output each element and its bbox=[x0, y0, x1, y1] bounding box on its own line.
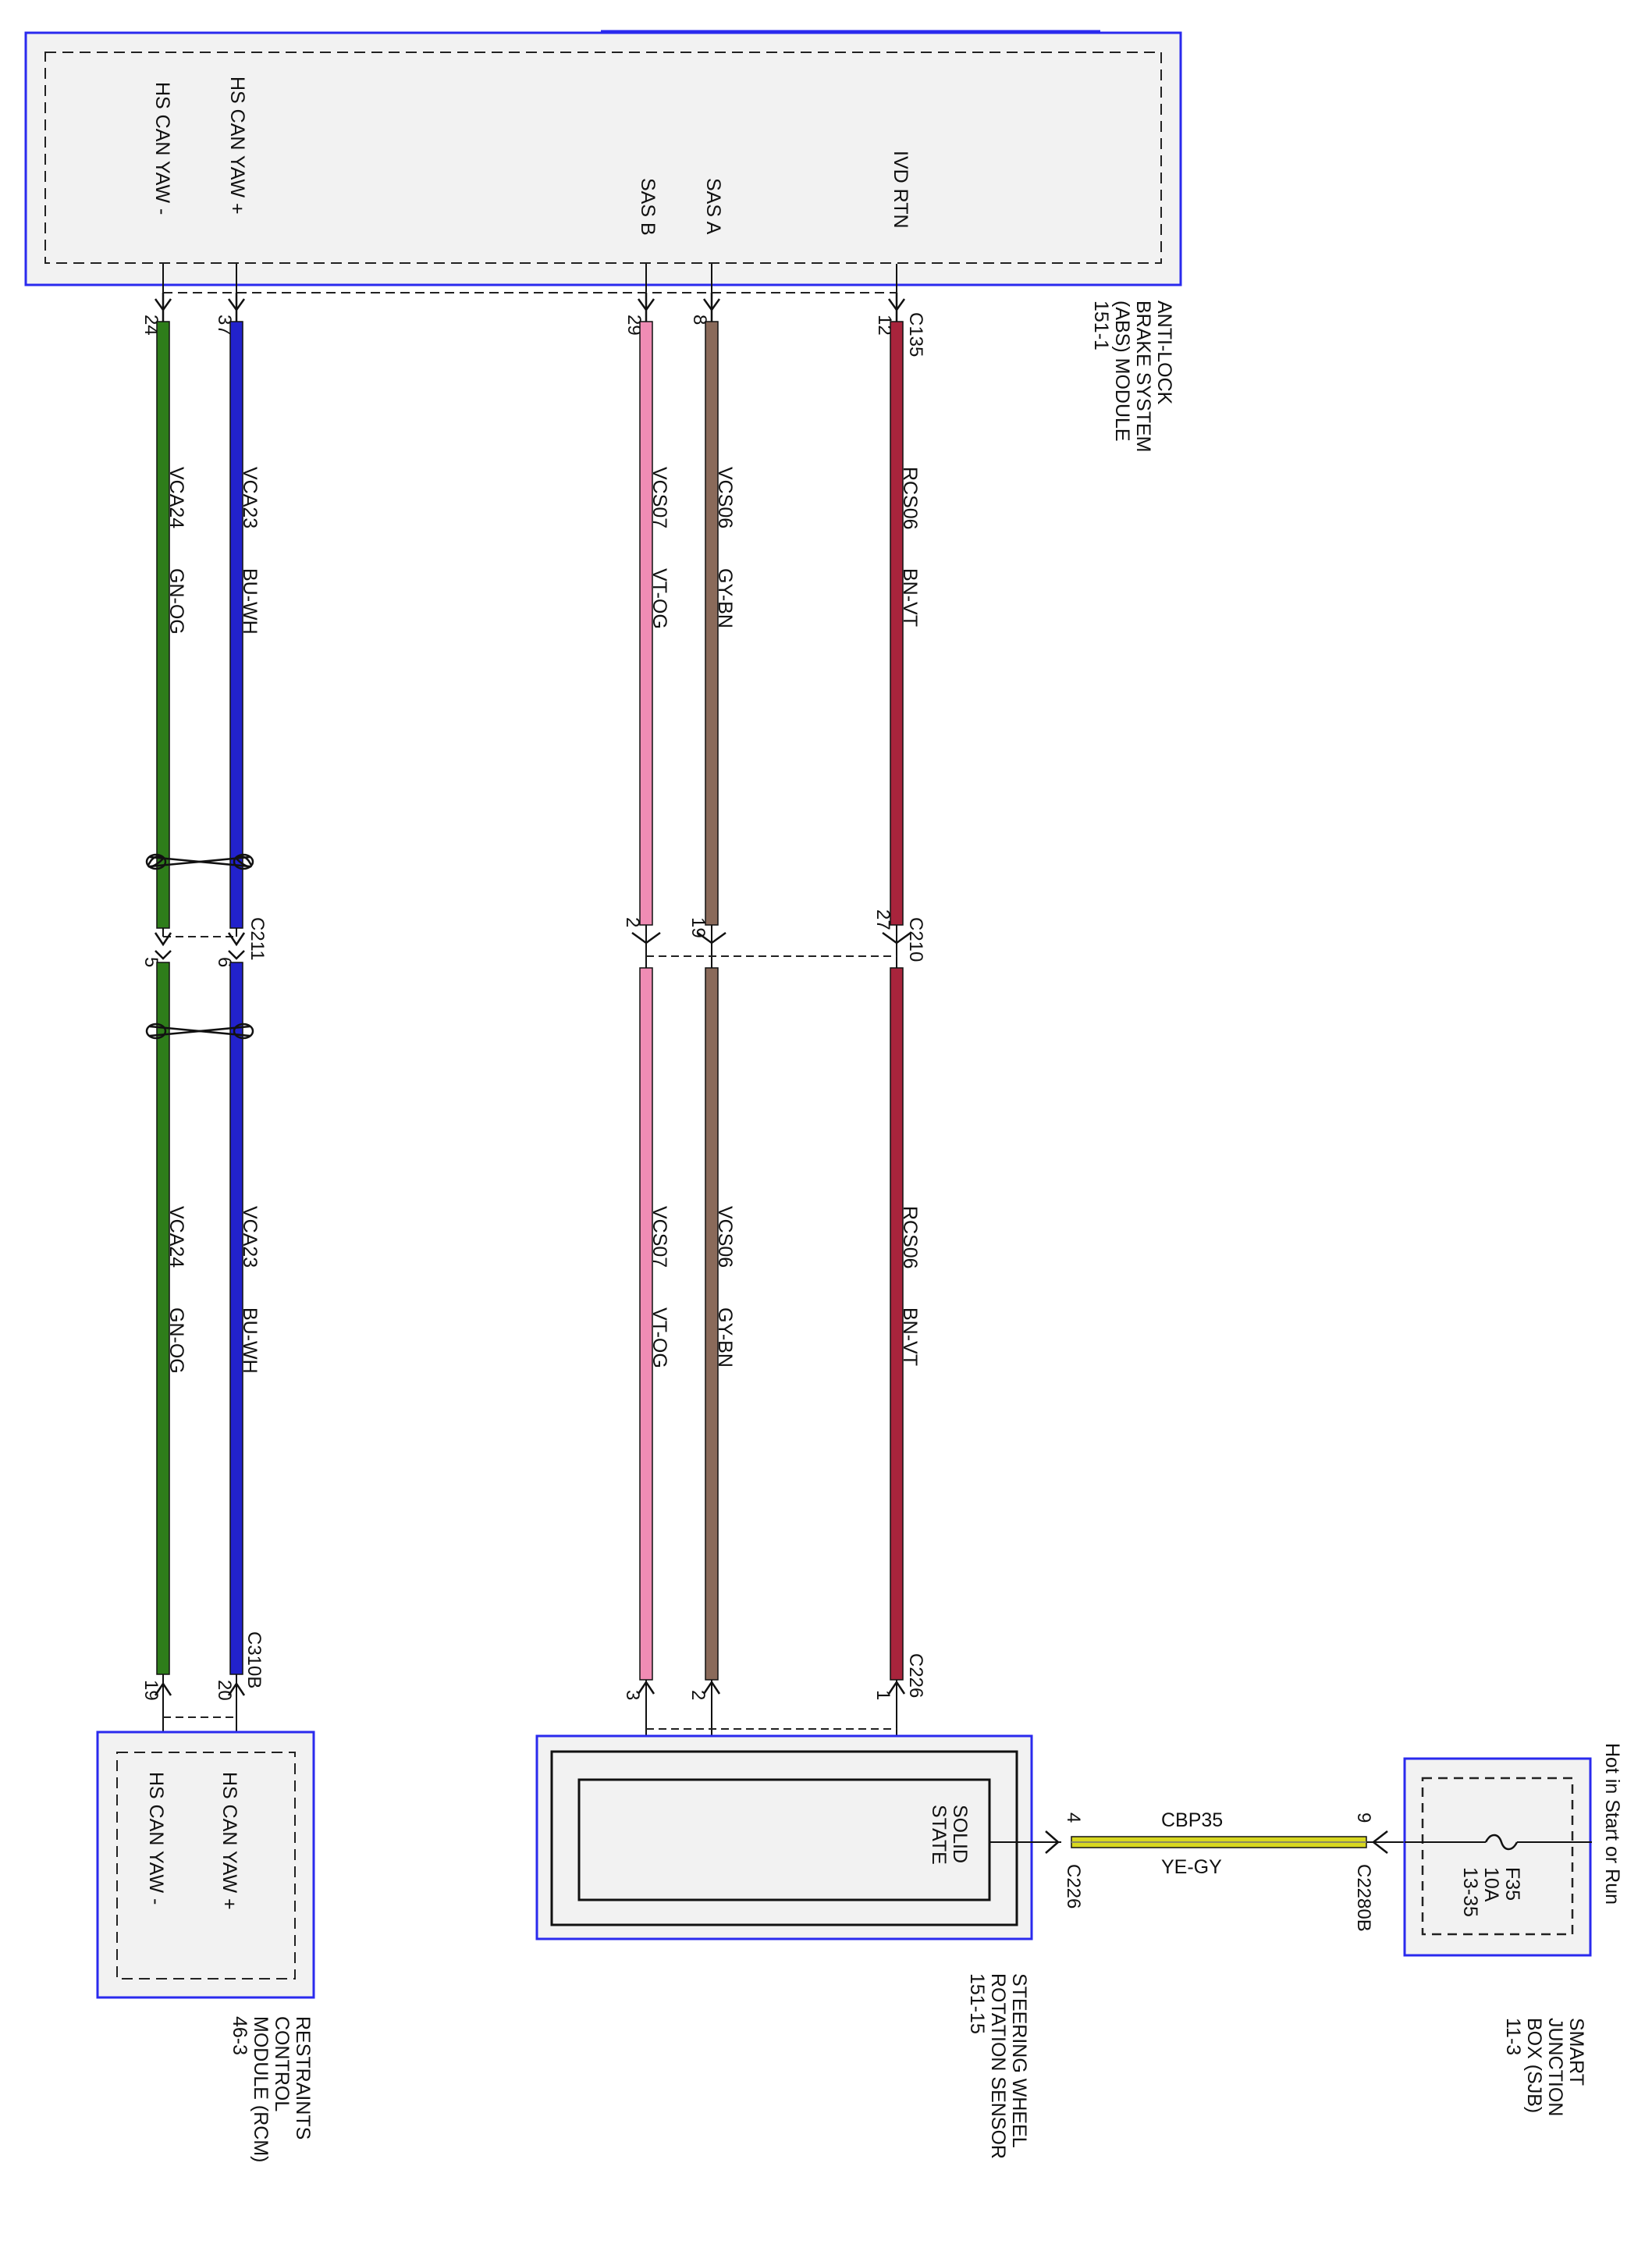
label-vca24-lower: VCA24 bbox=[165, 1206, 187, 1268]
label-bnvt-upper: BN-VT bbox=[899, 568, 921, 627]
swrs-outer-frame bbox=[550, 1750, 1018, 1926]
swrs-module: SOLID STATE bbox=[535, 1734, 1061, 1940]
label-vtog-upper: VT-OG bbox=[648, 568, 670, 629]
rcm-name-line-3: MODULE (RCM) bbox=[250, 2016, 272, 2163]
c210-pin-2: 2 bbox=[622, 917, 643, 927]
label-vca24-upper: VCA24 bbox=[165, 467, 187, 528]
abs-module: HS CAN YAW - HS CAN YAW + SAS B SAS A IV… bbox=[24, 30, 1182, 453]
abs-name-line-1: ANTI-LOCK bbox=[1153, 301, 1175, 405]
label-vtog-lower: VT-OG bbox=[648, 1307, 670, 1368]
c211-connector bbox=[154, 928, 246, 960]
label-gybn-lower: GY-BN bbox=[714, 1307, 736, 1368]
sjb-name-line-2: JUNCTION bbox=[1544, 2018, 1566, 2116]
c211-label: C211 bbox=[247, 917, 268, 961]
sjb-module-inner-box bbox=[1421, 1777, 1574, 1936]
fuse-label: F35 10A 13-35 bbox=[1459, 1867, 1523, 1917]
label-yegy: YE-GY bbox=[1161, 1856, 1222, 1878]
swrs-name-line-1: STEERING WHEEL bbox=[1008, 1973, 1030, 2148]
label-buwh-upper: BU-WH bbox=[239, 568, 261, 635]
label-gnog-upper: GN-OG bbox=[165, 568, 187, 635]
rcm-module: HS CAN YAW - HS CAN YAW + bbox=[96, 1731, 315, 1999]
label-cbp35: CBP35 bbox=[1161, 1809, 1223, 1831]
sjb-supply-label: Hot in Start or Run bbox=[1601, 1743, 1623, 1905]
abs-name-line-2: BRAKE SYSTEM bbox=[1132, 301, 1154, 453]
twisted-pair-marker-lower bbox=[145, 1023, 254, 1040]
c226-pin-4: 4 bbox=[1063, 1812, 1084, 1823]
abs-signal-sas-a: SAS A bbox=[702, 178, 724, 235]
c135-label: C135 bbox=[905, 312, 926, 357]
rcm-signal-yaw-plus: HS CAN YAW + bbox=[218, 1772, 240, 1910]
c226-label-top: C226 bbox=[905, 1653, 926, 1698]
fuse-line-3: 13-35 bbox=[1459, 1867, 1481, 1917]
label-vcs07-upper: VCS07 bbox=[648, 467, 670, 528]
swrs-solid-state-block bbox=[577, 1778, 991, 1901]
c310b-label: C310B bbox=[243, 1631, 265, 1688]
abs-name-line-4: 151-1 bbox=[1090, 301, 1112, 350]
sjb-name-line-4: 11-3 bbox=[1502, 2018, 1524, 2055]
twisted-pair-marker-upper bbox=[145, 853, 254, 870]
abs-signal-ivd-rtn: IVD RTN bbox=[890, 151, 911, 229]
abs-module-name: ANTI-LOCK BRAKE SYSTEM (ABS) MODULE 151-… bbox=[1090, 301, 1175, 453]
rcm-name-line-4: 46-3 bbox=[229, 2016, 250, 2055]
label-rcs06-upper: RCS06 bbox=[899, 467, 921, 530]
sjb-module-name: SMART JUNCTION BOX (SJB) 11-3 bbox=[1502, 2018, 1587, 2116]
c226-power-connector bbox=[1045, 1830, 1060, 1854]
label-vcs07-lower: VCS07 bbox=[648, 1206, 670, 1268]
c310b-pin-20: 20 bbox=[214, 1680, 235, 1701]
c226-pin-3: 3 bbox=[622, 1690, 643, 1700]
swrs-inner-line-1: SOLID bbox=[949, 1805, 971, 1863]
rcm-module-name: RESTRAINTS CONTROL MODULE (RCM) 46-3 bbox=[229, 2016, 314, 2163]
c226-pin-1: 1 bbox=[872, 1690, 894, 1700]
swrs-inner-label: SOLID STATE bbox=[928, 1805, 971, 1865]
c135-connector-arrows bbox=[154, 293, 906, 322]
swrs-name-line-2: ROTATION SENSOR bbox=[987, 1973, 1009, 2159]
c310b-pin-19: 19 bbox=[140, 1680, 162, 1701]
c210-pin-27: 27 bbox=[872, 909, 894, 930]
rcm-name-line-2: CONTROL bbox=[271, 2016, 293, 2111]
fuse-line-1: F35 bbox=[1501, 1867, 1523, 1901]
fuse-line-2: 10A bbox=[1480, 1867, 1502, 1902]
label-rcs06-lower: RCS06 bbox=[899, 1206, 921, 1269]
c2280b-pin-9: 9 bbox=[1353, 1812, 1374, 1823]
label-vcs06-lower: VCS06 bbox=[714, 1206, 736, 1268]
swrs-module-box bbox=[535, 1734, 1033, 1940]
c226-label-side: C226 bbox=[1063, 1864, 1084, 1908]
rcm-module-inner-box bbox=[116, 1752, 296, 1980]
label-vcs06-upper: VCS06 bbox=[714, 467, 736, 528]
c2280b-label: C2280B bbox=[1353, 1864, 1374, 1932]
label-buwh-lower: BU-WH bbox=[239, 1307, 261, 1374]
abs-signal-sas-b: SAS B bbox=[637, 178, 659, 236]
sjb-name-line-1: SMART bbox=[1565, 2018, 1587, 2086]
c226-pin-2: 2 bbox=[687, 1690, 709, 1700]
c210-connector bbox=[631, 925, 911, 968]
label-vca23-upper: VCA23 bbox=[239, 467, 261, 528]
swrs-module-name: STEERING WHEEL ROTATION SENSOR 151-15 bbox=[966, 1973, 1030, 2159]
abs-signal-yaw-minus: HS CAN YAW - bbox=[151, 82, 173, 215]
abs-signal-yaw-plus: HS CAN YAW + bbox=[226, 76, 248, 215]
c210-label: C210 bbox=[905, 917, 926, 962]
sjb-module: F35 10A 13-35 bbox=[1403, 1757, 1592, 1957]
swrs-name-line-3: 151-15 bbox=[966, 1973, 988, 2034]
sjb-name-line-3: BOX (SJB) bbox=[1523, 2018, 1545, 2113]
label-bnvt-lower: BN-VT bbox=[899, 1307, 921, 1366]
label-gybn-upper: GY-BN bbox=[714, 568, 736, 628]
fuse-icon bbox=[1484, 1834, 1519, 1851]
rcm-signal-yaw-minus: HS CAN YAW - bbox=[145, 1772, 167, 1905]
wire-cbp35 bbox=[1071, 1836, 1367, 1848]
label-vca23-lower: VCA23 bbox=[239, 1206, 261, 1268]
rcm-name-line-1: RESTRAINTS bbox=[292, 2016, 314, 2140]
abs-name-line-3: (ABS) MODULE bbox=[1111, 301, 1133, 442]
label-gnog-lower: GN-OG bbox=[165, 1307, 187, 1374]
rcm-module-box bbox=[96, 1731, 315, 1999]
abs-module-inner-box bbox=[44, 52, 1162, 264]
abs-module-box bbox=[24, 31, 1182, 286]
swrs-inner-line-2: STATE bbox=[928, 1805, 950, 1865]
sjb-module-box bbox=[1403, 1757, 1592, 1957]
c210-pin-19: 19 bbox=[687, 917, 709, 938]
